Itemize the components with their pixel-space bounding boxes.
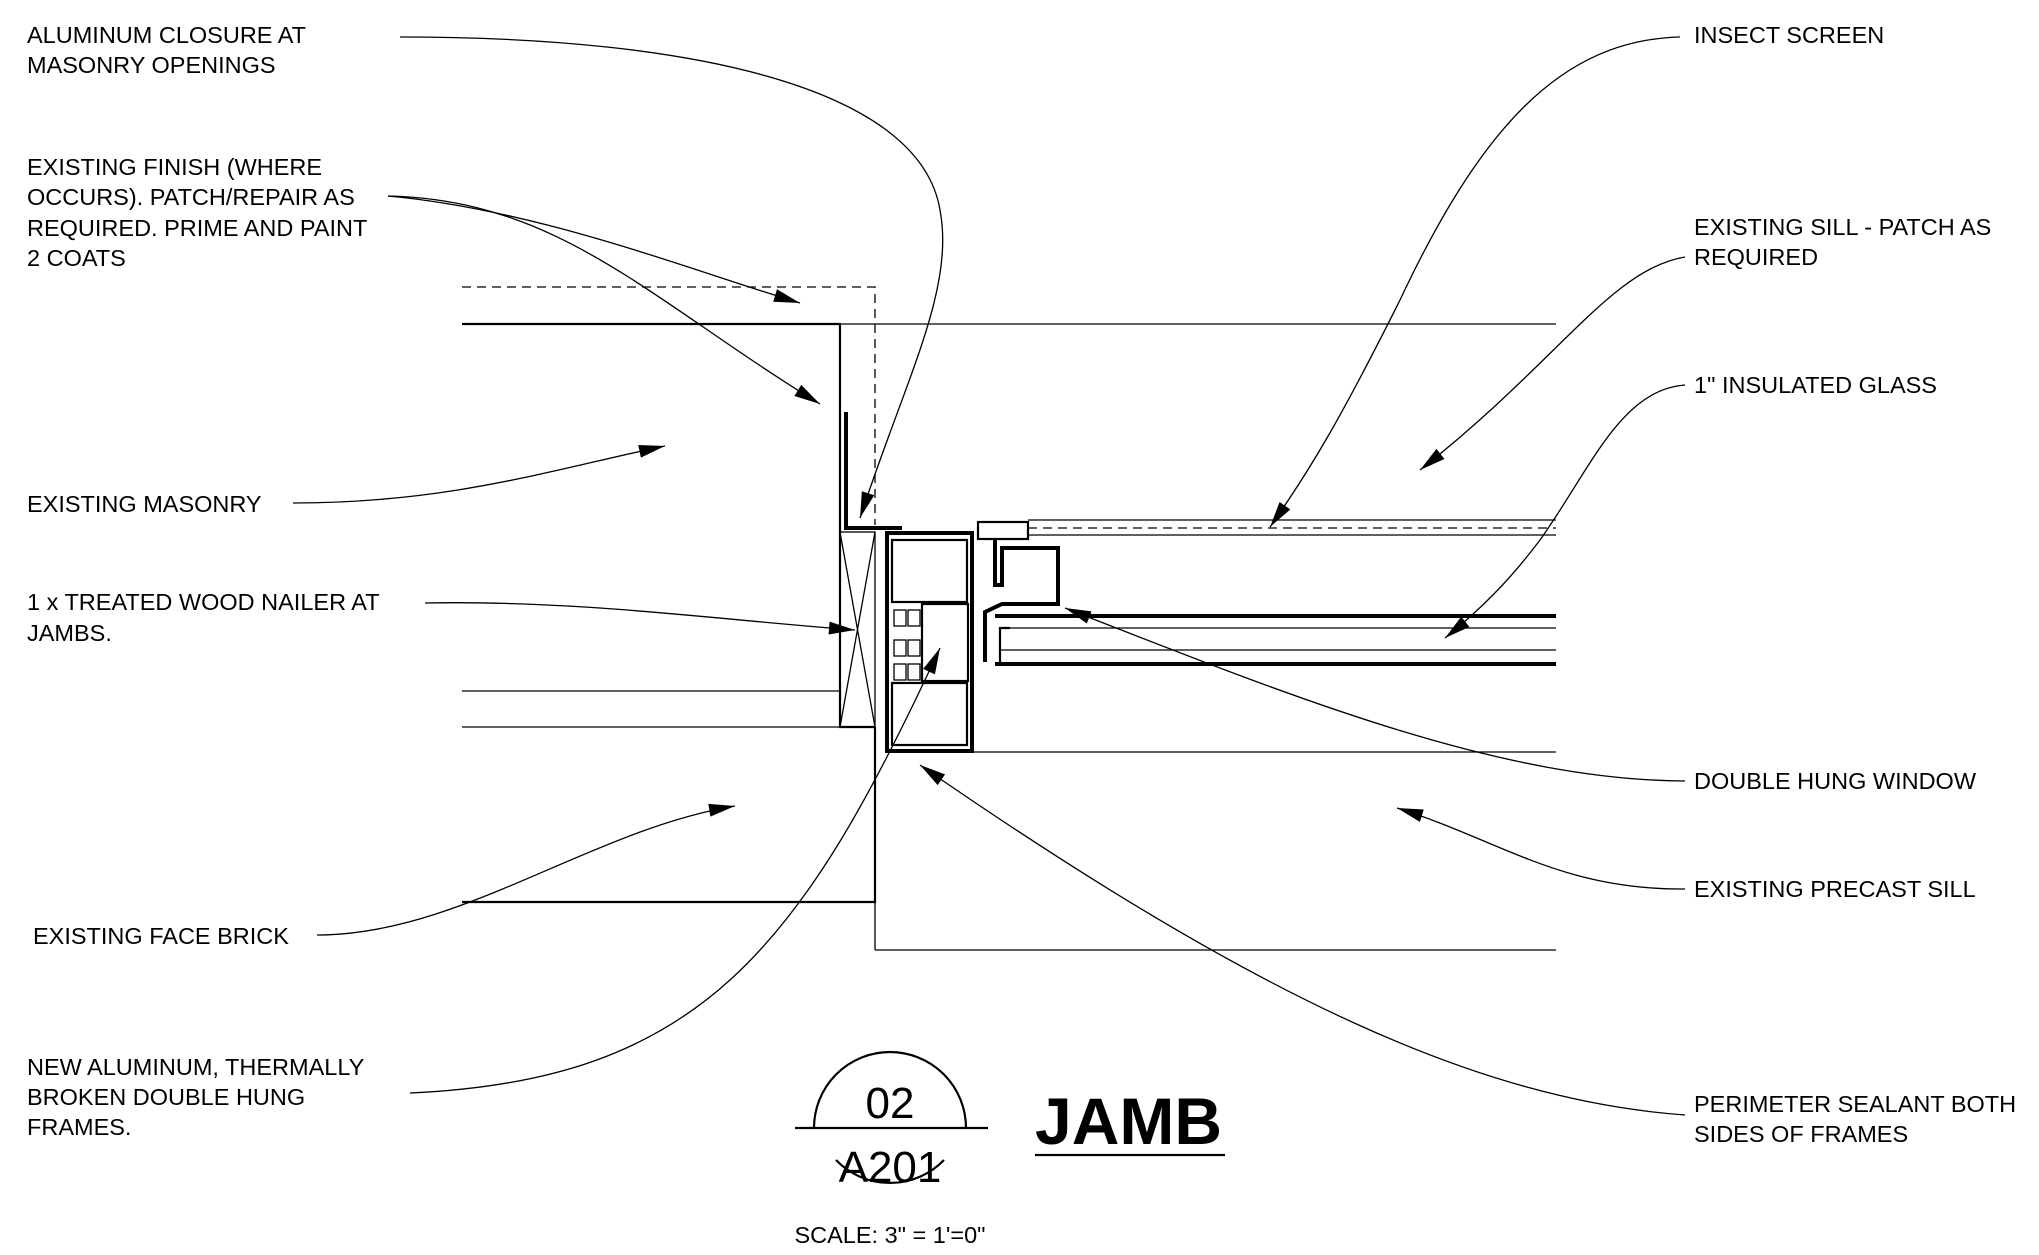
leaders (292, 36, 1686, 1116)
leader-existing-finish-b (387, 195, 821, 405)
sash-profile (983, 540, 1060, 662)
label-perimeter-sealant: PERIMETER SEALANT BOTH SIDES OF FRAMES (1694, 1091, 2023, 1147)
detail-bubble-arc (812, 1050, 968, 1129)
leader-existing-masonry (292, 444, 666, 504)
label-face-brick: EXISTING FACE BRICK (33, 923, 289, 949)
glass-edge (998, 626, 1010, 664)
face-brick-outline (462, 727, 877, 904)
thermal-break (920, 602, 970, 683)
label-new-aluminum: NEW ALUMINUM, THERMALLY BROKEN DOUBLE HU… (27, 1054, 370, 1140)
label-wood-nailer: 1 x TREATED WOOD NAILER AT JAMBS. (27, 589, 386, 646)
leader-perimeter-sealant (919, 764, 1686, 1116)
detail-title: JAMB (1035, 1084, 1222, 1158)
leader-existing-sill (1419, 256, 1686, 471)
leader-aluminum-closure (399, 36, 944, 519)
label-precast-sill: EXISTING PRECAST SILL (1694, 876, 1976, 902)
detail-callout: 02 A201 (795, 1050, 988, 1192)
label-aluminum-closure: ALUMINUM CLOSURE AT MASONRY OPENINGS (27, 22, 312, 78)
leader-existing-finish-a (387, 195, 801, 304)
leader-insulated-glass (1444, 384, 1686, 639)
window-frame (885, 519, 1556, 753)
label-existing-sill: EXISTING SILL - PATCH AS REQUIRED (1694, 214, 1998, 270)
screen-frame (976, 520, 1030, 541)
detail-bubble-lower-arc (835, 1159, 945, 1184)
label-insect-screen: INSECT SCREEN (1694, 22, 1884, 48)
leader-new-aluminum (409, 647, 941, 1094)
frame-cavity-bottom (890, 681, 969, 747)
wood-nailer-cross-b (839, 531, 876, 728)
label-existing-finish: EXISTING FINISH (WHERE OCCURS). PATCH/RE… (27, 154, 373, 271)
existing-finish-outline (462, 286, 876, 525)
thermal-break-details (893, 609, 921, 681)
leader-face-brick (316, 803, 736, 936)
leader-double-hung (1064, 607, 1686, 782)
label-existing-masonry: EXISTING MASONRY (27, 491, 262, 517)
detail-number: 02 (866, 1079, 915, 1128)
frame-cavity-top (890, 538, 969, 604)
label-double-hung: DOUBLE HUNG WINDOW (1694, 768, 1977, 794)
sheet-number: A201 (839, 1143, 942, 1192)
leader-precast-sill (1396, 807, 1686, 890)
frame-outer (885, 531, 974, 753)
masonry-interior-face (462, 322, 875, 729)
scale-note: SCALE: 3" = 1'=0" (794, 1222, 985, 1248)
leader-insect-screen (1269, 36, 1681, 528)
leader-wood-nailer (424, 602, 856, 635)
aluminum-closure (844, 412, 902, 530)
label-insulated-glass: 1" INSULATED GLASS (1694, 372, 1937, 398)
wall-section (462, 286, 1556, 951)
